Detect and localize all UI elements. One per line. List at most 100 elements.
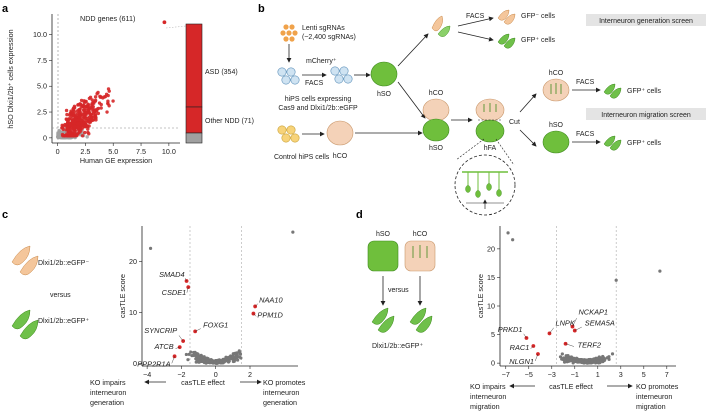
panel-c-points xyxy=(148,230,295,365)
gfp-neg-label: GFP⁻ cells xyxy=(521,13,556,20)
panel-a-point-asd xyxy=(91,105,95,109)
panel-a-point-asd xyxy=(106,87,111,91)
zoom-guide-1 xyxy=(455,138,485,161)
panel-d-point xyxy=(607,355,611,359)
panel-c-point xyxy=(196,352,200,356)
hco-organoid-icon-2 xyxy=(422,98,450,122)
panel-d-point xyxy=(511,238,515,242)
panel-d-point xyxy=(658,269,662,273)
panel-a-point-asd xyxy=(86,130,90,135)
panel-a-point-asd xyxy=(80,134,85,138)
panel-a-point-asd xyxy=(86,127,90,131)
bar-segment-rest xyxy=(185,132,203,144)
panel-d-gene-terf2: TERF2 xyxy=(578,341,601,350)
panel-a-point-asd xyxy=(69,114,73,119)
arrow-gfp-pos-1 xyxy=(457,31,494,42)
panel-a-ytick-label: 2.5 xyxy=(37,108,47,117)
panel-c-point xyxy=(237,355,242,359)
panel-d-point xyxy=(562,360,567,364)
panel-a-point-asd xyxy=(85,104,89,108)
hips-label-2: Cas9 and Dlxi1/2b::eGFP xyxy=(278,105,358,112)
panel-c-point xyxy=(189,350,193,354)
panel-c-point xyxy=(238,352,243,356)
panel-a-point-asd xyxy=(84,111,89,116)
panel-c-point xyxy=(216,359,220,363)
panel-c-ytick-label: 10 xyxy=(129,308,137,317)
facs-label-4: FACS xyxy=(576,131,595,138)
panel-c-gene-syncrip: SYNCRIP xyxy=(144,326,177,335)
zoom-circle xyxy=(454,154,516,216)
panel-d-hso-icon xyxy=(367,240,399,272)
panel-a-ylabel: hSO Dlxi1/2b⁺ cells expression xyxy=(6,29,15,128)
panel-a-point-asd xyxy=(71,107,75,111)
panel-a-point-asd xyxy=(79,105,83,109)
panel-d-point xyxy=(506,231,510,235)
panel-a-point-asd xyxy=(75,111,80,116)
panel-a-xtick-label: 10.0 xyxy=(162,147,176,156)
panel-a-point-asd xyxy=(88,105,93,110)
mcherry-label: mCherry⁺ xyxy=(306,58,337,65)
panel-a-point-asd xyxy=(76,122,80,126)
lenti-sgrna-icon xyxy=(280,24,298,42)
panel-a-point-asd xyxy=(77,130,81,135)
panel-a-xtick-label: 7.5 xyxy=(136,147,146,156)
panel-a-point-asd xyxy=(73,132,77,137)
panel-a-letter: a xyxy=(2,3,9,15)
panel-a-point-asd xyxy=(72,104,77,109)
hco-label-1: hCO xyxy=(333,153,348,160)
panel-d-point xyxy=(584,359,588,363)
screen-label-migration: Interneuron migration screen xyxy=(601,112,691,119)
panel-c-gene-atcb: ATCB xyxy=(154,342,174,351)
arrow-cut-hco xyxy=(519,93,537,113)
panel-a-point-asd xyxy=(93,98,98,103)
panel-a-point-asd xyxy=(67,133,71,137)
panel-d-gene-nlgn1: NLGN1 xyxy=(509,357,534,366)
panel-c-cell-neg: Dlxi1/2b::eGFP⁻ xyxy=(38,260,89,267)
panel-c-point xyxy=(210,359,214,363)
panel-c-gene-smad4: SMAD4 xyxy=(159,270,184,279)
panel-a-point-asd xyxy=(96,111,101,116)
panel-a-xtick-label: 5.0 xyxy=(108,147,118,156)
panel-c-xtick-label: −4 xyxy=(143,370,151,379)
panel-c-gene-leader xyxy=(184,278,187,282)
panel-c-point-hit xyxy=(172,354,177,359)
panel-c-point xyxy=(148,246,153,250)
facs-label-1: FACS xyxy=(305,80,324,87)
panel-c-gene-ppm1d: PPM1D xyxy=(257,311,283,320)
panel-c-point xyxy=(213,360,217,364)
panel-a-point-asd xyxy=(106,101,110,106)
gfp-pos-label-1: GFP⁺ cells xyxy=(521,37,556,44)
panel-c-gene-leader xyxy=(255,303,259,307)
gfp-pos-neurons-icon-c xyxy=(11,309,39,340)
panel-a-point-asd xyxy=(81,124,86,128)
panel-a-ytick-label: 7.5 xyxy=(37,56,47,65)
panel-d-xtick-label: −3 xyxy=(548,370,556,379)
panel-d-ylabel: casTLE score xyxy=(476,274,485,318)
panel-a-point-asd xyxy=(73,115,78,119)
panel-a-point-other xyxy=(85,135,89,139)
panel-d-ytick-label: 10 xyxy=(487,302,495,311)
panel-c-cell-pos: Dlxi1/2b::eGFP⁺ xyxy=(38,318,89,325)
panel-d-versus: versus xyxy=(388,287,409,294)
panel-d-hco-label: hCO xyxy=(413,231,428,238)
panel-d-gene-leader xyxy=(574,326,582,331)
panel-a-point-asd xyxy=(65,112,69,117)
panel-c-ytick-label: 0 xyxy=(133,359,137,368)
control-label: Control hiPS cells xyxy=(274,154,330,161)
hso-label-1: hSO xyxy=(377,91,392,98)
panel-a-ytick-label: 0 xyxy=(43,133,47,142)
hfa-bottom-icon xyxy=(475,119,505,143)
panel-a-point-asd xyxy=(103,94,108,99)
panel-a-point-asd xyxy=(73,118,78,122)
panel-d-xtick-label: −1 xyxy=(571,370,579,379)
panel-a-point-asd xyxy=(76,125,80,130)
panel-a-point-asd xyxy=(78,102,83,107)
panel-a-xtick-label: 2.5 xyxy=(80,147,90,156)
panel-a-point-asd xyxy=(95,107,100,111)
panel-a-point-asd xyxy=(68,122,73,127)
panel-c-xlabel: casTLE effect xyxy=(181,378,225,387)
panel-a-point-asd xyxy=(94,118,98,122)
panel-c-point xyxy=(291,230,295,234)
panel-d-gfp-pos-icon-2 xyxy=(409,307,433,333)
